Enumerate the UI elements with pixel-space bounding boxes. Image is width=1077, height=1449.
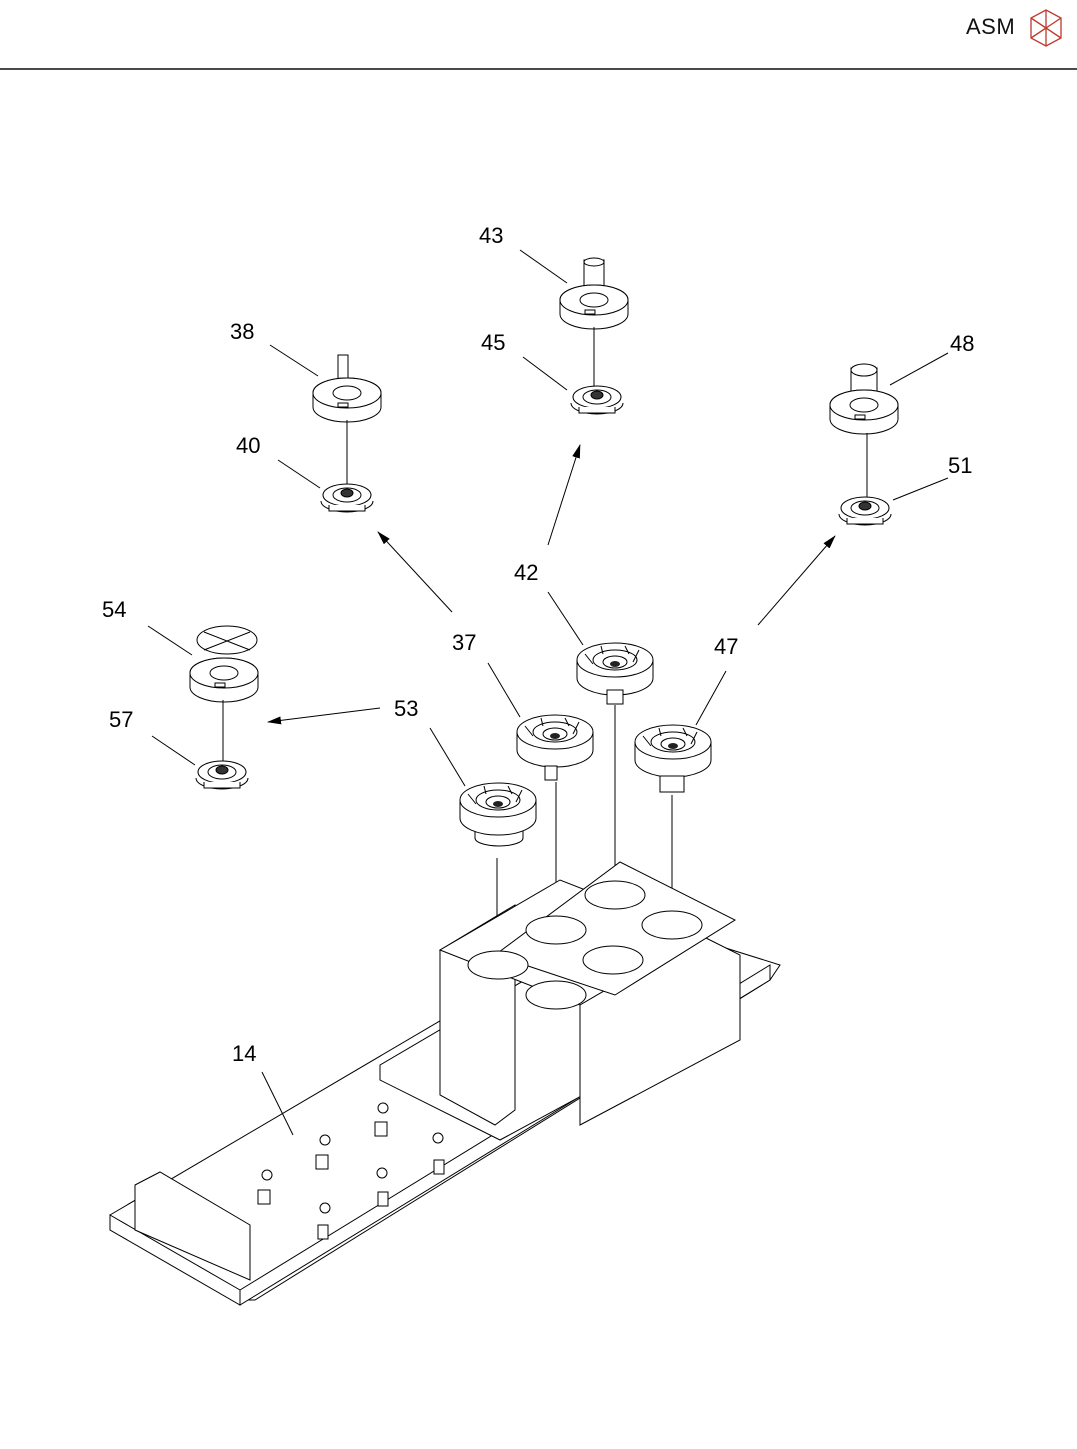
part-53	[459, 782, 537, 847]
part-45	[570, 385, 624, 415]
brand-name: ASM	[966, 14, 1016, 39]
callout-57: 57	[109, 707, 133, 732]
callout-14: 14	[232, 1041, 256, 1066]
part-40	[320, 483, 374, 513]
callout-40: 40	[236, 433, 260, 458]
callout-54: 54	[102, 597, 126, 622]
callout-42: 42	[514, 560, 538, 585]
part-37	[516, 714, 594, 768]
callout-47: 47	[714, 634, 738, 659]
part-38	[312, 354, 382, 488]
callout-38: 38	[230, 319, 254, 344]
callout-53: 53	[394, 696, 418, 721]
callout-45: 45	[481, 330, 505, 355]
part-14	[109, 861, 781, 1306]
callout-43: 43	[479, 223, 503, 248]
asm-cube-logo-icon	[1030, 9, 1062, 47]
callout-51: 51	[948, 453, 972, 478]
page-header: ASM	[0, 0, 1077, 70]
part-48	[829, 363, 899, 500]
callout-37: 37	[452, 630, 476, 655]
header-divider	[0, 68, 1077, 70]
part-57	[195, 760, 249, 790]
part-47	[634, 724, 712, 778]
callout-48: 48	[950, 331, 974, 356]
part-42	[576, 642, 654, 696]
part-54	[189, 625, 259, 765]
part-43	[559, 257, 629, 388]
part-51	[838, 496, 892, 526]
